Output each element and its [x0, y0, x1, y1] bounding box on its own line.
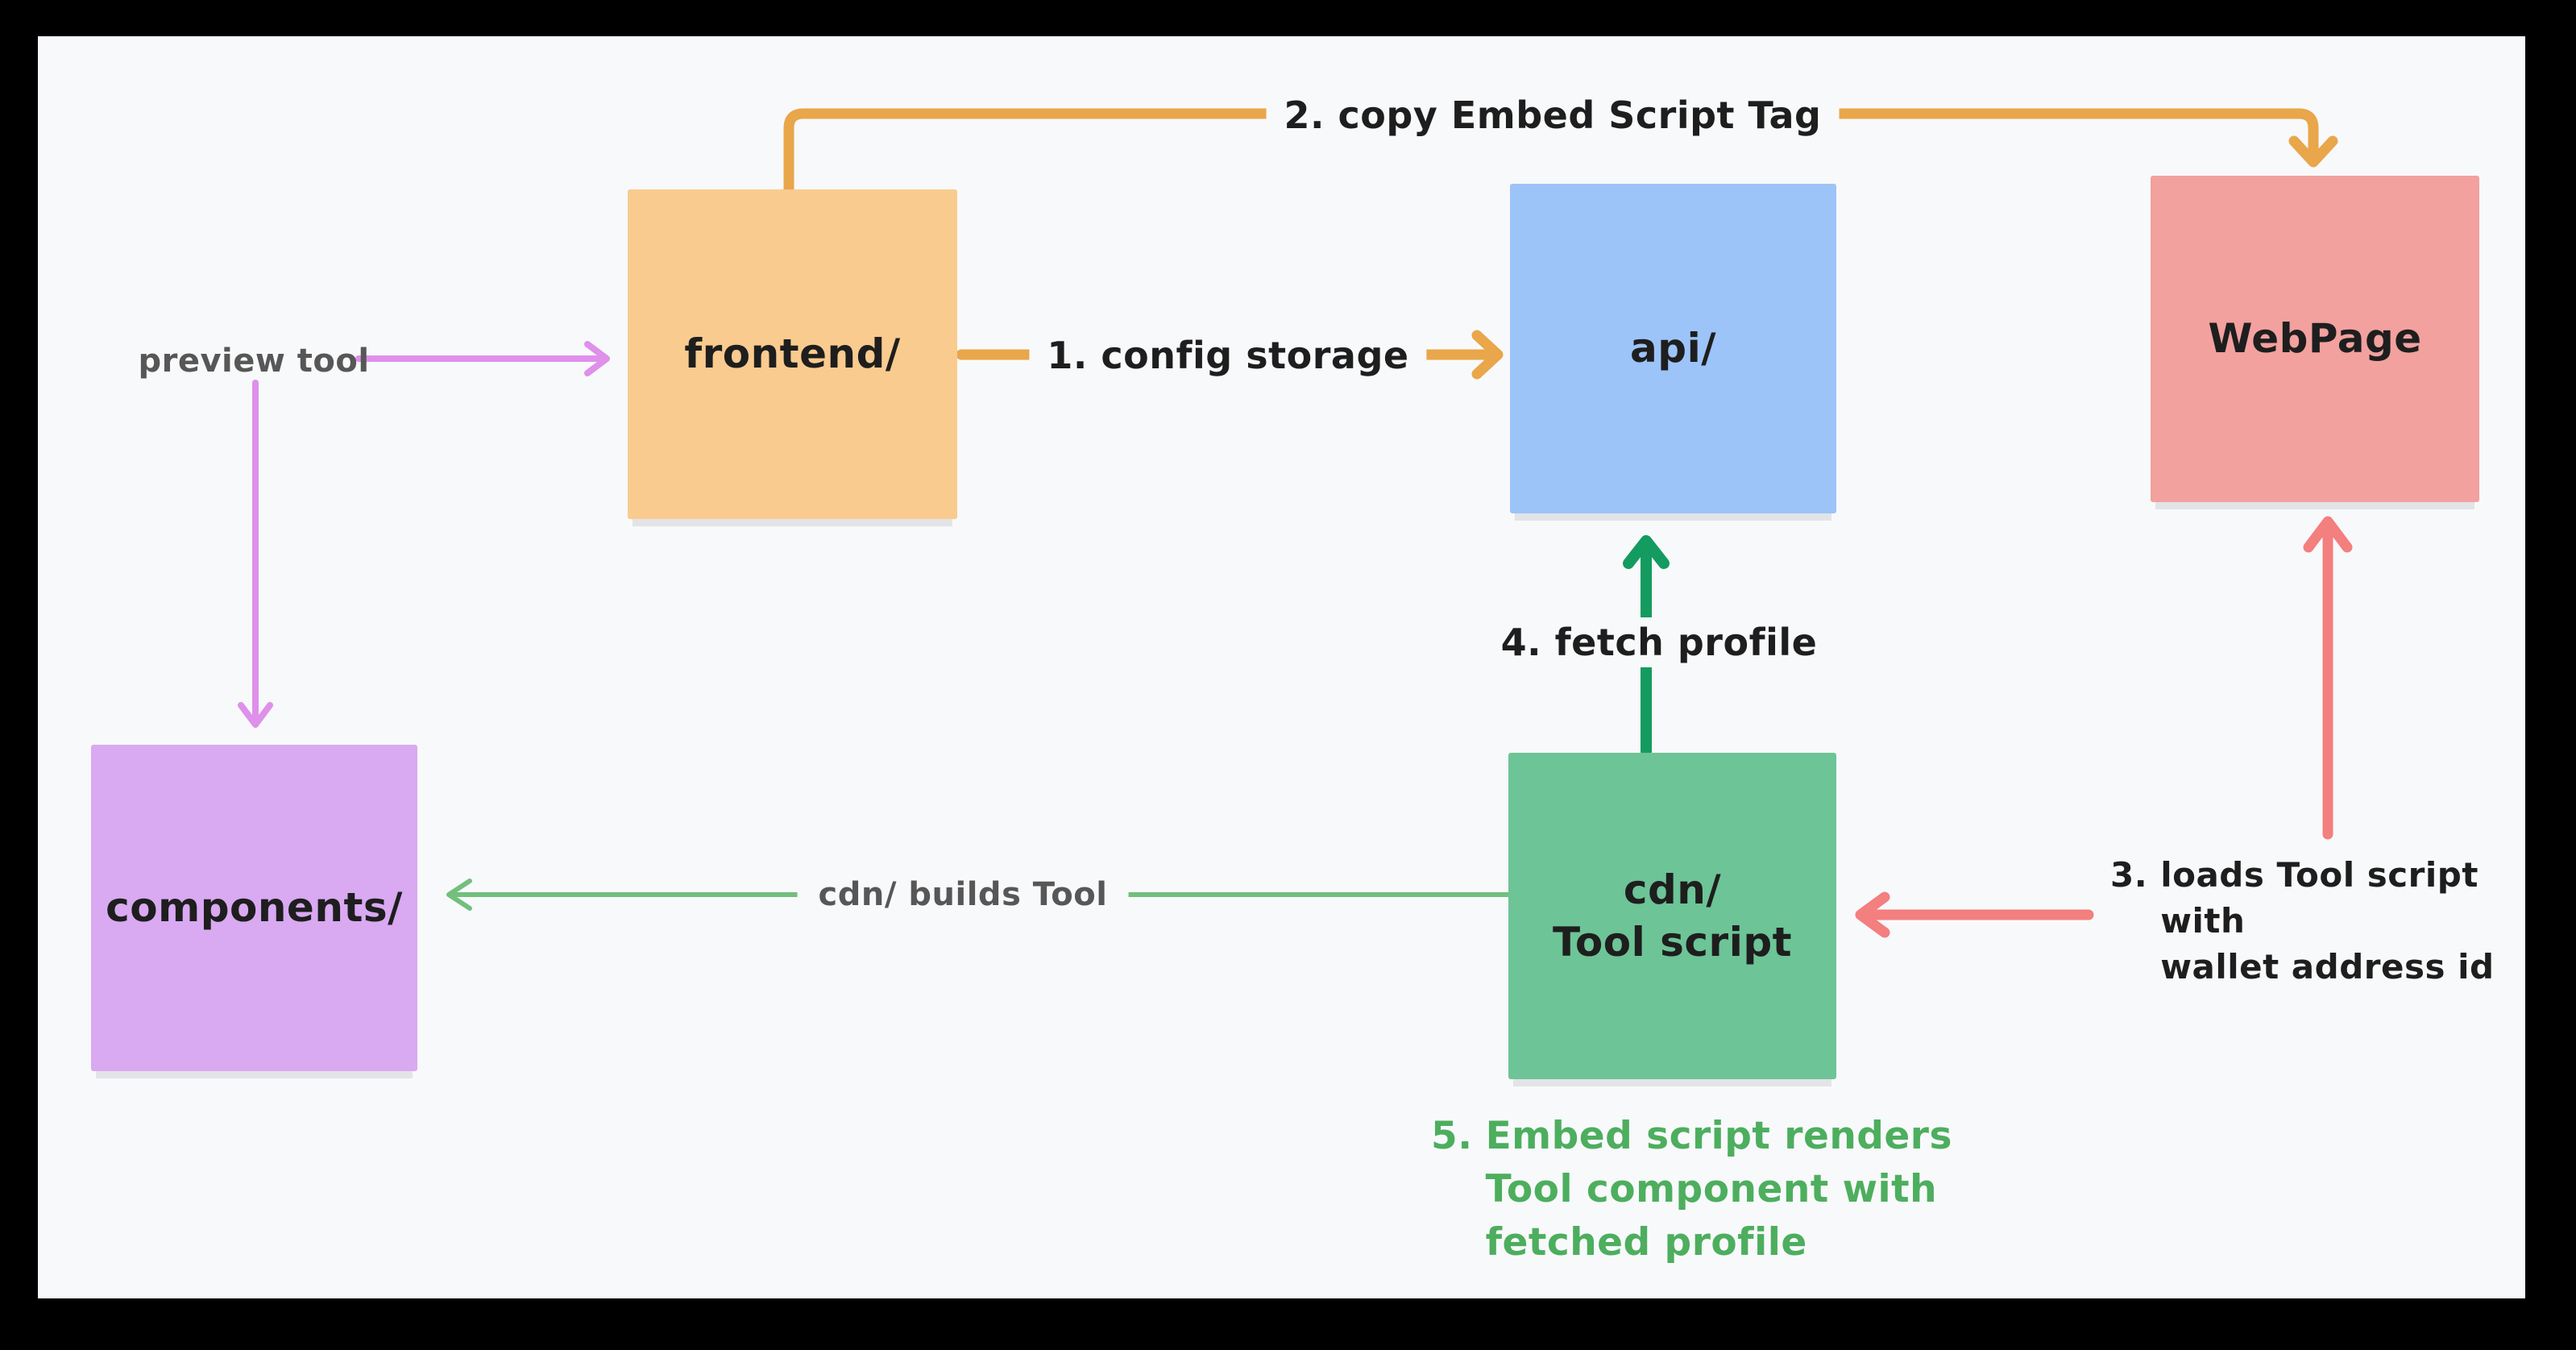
arrowhead-left-icon — [446, 879, 472, 911]
arrowhead-up-icon — [1623, 535, 1670, 569]
node-api-label: api/ — [1630, 325, 1716, 372]
node-components: components/ — [91, 745, 417, 1071]
arrowhead-down-icon — [238, 702, 273, 728]
step-number: 3. — [2110, 855, 2148, 895]
edge-label-loads-tool-script: 3. loads Tool script with wallet address… — [2110, 852, 2495, 990]
edge-label-config-storage: 1. config storage — [1029, 330, 1427, 380]
arrow-loads-tool-horizontal — [1855, 891, 2094, 938]
node-cdn: cdn/ Tool script — [1508, 753, 1836, 1079]
arrow-preview-tool-right — [355, 341, 610, 376]
annotation-embed-script-renders: 5. Embed script renders Tool component w… — [1431, 1110, 1952, 1269]
node-frontend: frontend/ — [628, 189, 957, 519]
arrowhead-up-icon — [2303, 516, 2353, 553]
node-components-label: components/ — [106, 884, 403, 931]
arrowhead-right-icon — [584, 341, 610, 376]
diagram-canvas: frontend/ api/ WebPage components/ cdn/ … — [38, 36, 2525, 1298]
arrowhead-down-icon — [2288, 135, 2338, 168]
arrowhead-right-icon — [1471, 330, 1504, 380]
edge-label-fetch-profile: 4. fetch profile — [1483, 617, 1836, 667]
edge-label-copy-embed-script: 2. copy Embed Script Tag — [1266, 90, 1840, 140]
arrow-loads-tool-vertical — [2303, 516, 2353, 840]
node-webpage-label: WebPage — [2208, 315, 2422, 362]
arrow-preview-tool-down — [238, 380, 273, 728]
node-frontend-label: frontend/ — [684, 330, 901, 377]
node-api: api/ — [1510, 184, 1836, 513]
arrowhead-left-icon — [1855, 891, 1890, 938]
step-number: 5. — [1431, 1114, 1473, 1158]
step-text: loads Tool script with wallet address id — [2160, 855, 2495, 987]
node-cdn-label: cdn/ Tool script — [1552, 866, 1793, 966]
edge-label-cdn-builds-tool: cdn/ builds Tool — [797, 874, 1129, 915]
edge-label-preview-tool: preview tool — [138, 343, 370, 380]
step-text: Embed script renders Tool component with… — [1485, 1114, 1952, 1265]
node-webpage: WebPage — [2151, 176, 2479, 502]
